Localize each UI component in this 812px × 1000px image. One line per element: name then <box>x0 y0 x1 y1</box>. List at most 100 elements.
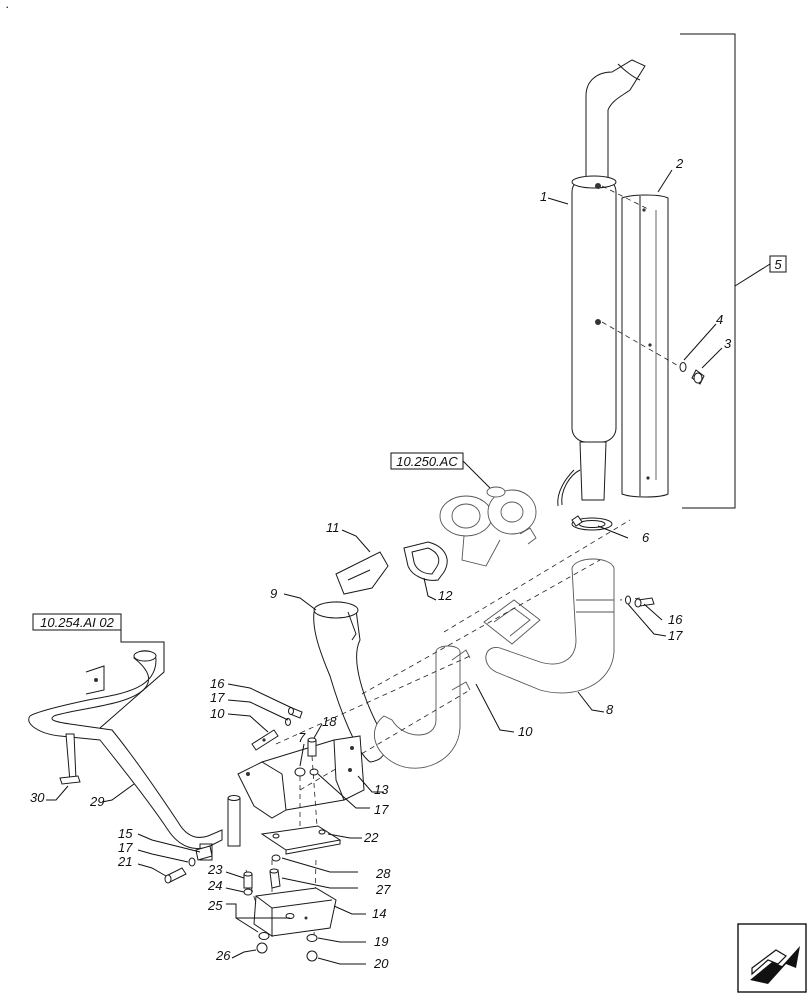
plate-22 <box>260 825 342 855</box>
callout-29: 29 <box>89 794 104 809</box>
clamp-6 <box>571 515 613 531</box>
callout-9: 9 <box>270 586 277 601</box>
callout-6: 6 <box>642 530 650 545</box>
leader-17c <box>317 773 370 809</box>
callout-10a: 10 <box>210 706 225 721</box>
callout-12: 12 <box>438 588 453 603</box>
callout-16a: 16 <box>210 676 225 691</box>
heat-shield <box>621 194 669 498</box>
washer-17-left <box>285 718 291 726</box>
washer-25 <box>258 932 270 940</box>
leader-15 <box>137 833 201 853</box>
callout-10b: 10 <box>518 724 533 739</box>
assembly-line <box>361 559 601 695</box>
muffler <box>557 59 646 507</box>
leader-2 <box>657 169 673 193</box>
washer-28 <box>271 854 281 862</box>
leader-21 <box>137 863 167 877</box>
leader-22 <box>327 833 362 839</box>
leader-12 <box>423 577 437 601</box>
exhaust-pipe-8 <box>483 558 615 694</box>
corner-mark: . <box>6 0 10 11</box>
washer-17-right <box>625 595 631 605</box>
leader-27 <box>281 877 358 889</box>
next-page-arrow-icon[interactable] <box>737 923 807 993</box>
callout-24: 24 <box>207 878 222 893</box>
callout-15: 15 <box>118 826 133 841</box>
leader-20 <box>317 957 366 965</box>
reference-intake: 10.254.AI 02 <box>40 615 114 630</box>
callout-19: 19 <box>374 934 388 949</box>
callout-22: 22 <box>363 830 379 845</box>
callout-17c: 17 <box>374 802 389 817</box>
leader-23 <box>225 871 245 879</box>
exhaust-elbow-9 <box>313 601 386 763</box>
callout-7: 7 <box>298 730 306 745</box>
callout-28: 28 <box>375 866 391 881</box>
callout-8: 8 <box>606 702 614 717</box>
clamp-15 <box>195 845 213 861</box>
leader-25a <box>226 903 259 933</box>
nut-26 <box>256 942 268 954</box>
bolt-16-left <box>288 707 303 719</box>
leader-10b <box>475 683 515 733</box>
assembly-line <box>299 689 471 791</box>
bolt-3 <box>691 369 705 385</box>
leader-26 <box>231 949 257 959</box>
leader-16a <box>227 683 293 709</box>
callout-1: 1 <box>540 189 547 204</box>
leader-9 <box>283 593 317 611</box>
leader-28 <box>281 857 358 873</box>
callout-17d: 17 <box>118 840 133 855</box>
bracket-30 <box>59 733 81 785</box>
washer-19 <box>306 934 318 942</box>
leader-5 <box>734 263 771 287</box>
group-bracket <box>680 33 736 509</box>
leader-10a <box>227 713 269 733</box>
leader-24 <box>225 887 245 893</box>
washer-17-lower <box>188 857 196 867</box>
u-pipe-10 <box>374 645 471 769</box>
gasket-12 <box>403 541 448 581</box>
callout-17a: 17 <box>210 690 225 705</box>
assembly-line <box>443 519 631 633</box>
leader-16b <box>643 603 663 621</box>
bolt-21 <box>164 867 187 884</box>
clamp-10-left <box>251 729 279 751</box>
support-bracket-13 <box>237 735 365 819</box>
leader-14 <box>333 905 366 915</box>
leader-4 <box>683 323 717 361</box>
callout-17b: 17 <box>668 628 683 643</box>
leader-turbo <box>462 460 491 489</box>
bolt-27 <box>269 868 281 889</box>
leader-8 <box>577 691 605 713</box>
callout-14: 14 <box>372 906 386 921</box>
callout-13: 13 <box>374 782 389 797</box>
shield-plate-11 <box>335 551 389 595</box>
leader-30 <box>46 785 69 801</box>
bolt-23 <box>243 871 253 889</box>
callout-5: 5 <box>774 257 782 272</box>
leader-6 <box>597 525 629 539</box>
intake-pipe-29 <box>28 650 241 861</box>
callout-16b: 16 <box>668 612 683 627</box>
leader-17a <box>227 699 289 721</box>
leader-11 <box>341 529 371 553</box>
nut-7 <box>294 767 306 777</box>
leader-13 <box>357 775 384 793</box>
callout-box-5 <box>769 255 787 273</box>
reference-turbo: 10.250.AC <box>396 454 458 469</box>
nut-20 <box>306 950 318 962</box>
washer-17-mid <box>309 768 319 776</box>
callout-20: 20 <box>373 956 389 971</box>
washer-24 <box>243 888 253 896</box>
leader-18 <box>313 723 323 739</box>
leader-3 <box>701 347 723 369</box>
bolt-16-right <box>634 597 655 608</box>
callout-2: 2 <box>675 156 684 171</box>
callout-23: 23 <box>207 862 223 877</box>
assembly-line <box>601 321 683 369</box>
leader-intake <box>99 622 165 729</box>
bolt-18 <box>307 737 317 757</box>
